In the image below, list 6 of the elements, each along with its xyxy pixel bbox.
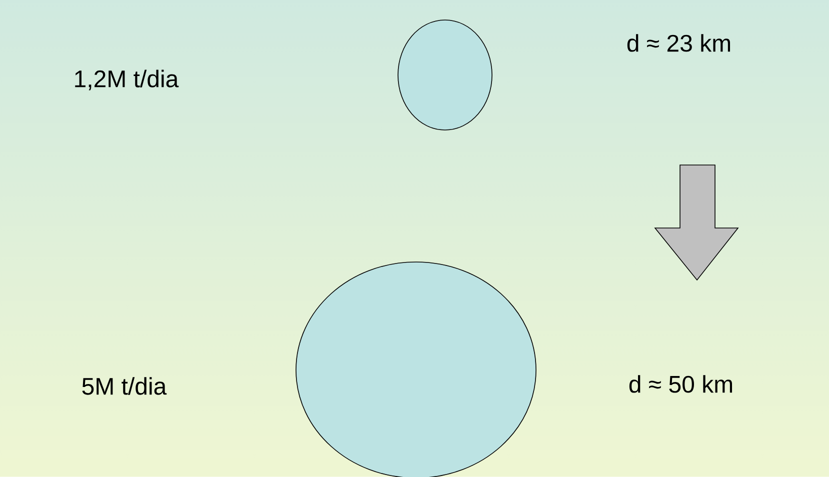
value-label: 1,2M t/dia [75, 70, 179, 90]
value-label: d ≈ 50 km [629, 375, 732, 393]
value-label: 5M t/dia [82, 377, 167, 395]
circle [296, 262, 536, 477]
circle [398, 20, 492, 130]
value-label: d ≈ 23 km [627, 34, 730, 52]
